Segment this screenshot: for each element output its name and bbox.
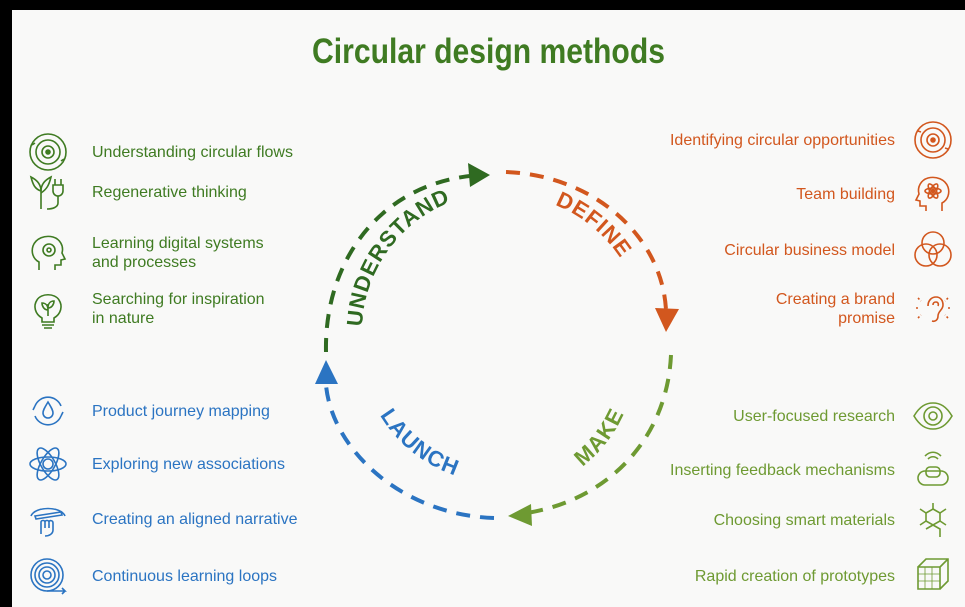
understand-arrowhead (468, 163, 490, 187)
launch-arc (324, 384, 495, 520)
define-arc (505, 170, 668, 311)
method-inserting-feedback-mechanisms: Inserting feedback mechanisms (670, 448, 955, 492)
design-cycle-diagram: UNDERSTAND DEFINE MAKE LAUNCH (315, 163, 679, 526)
method-label: Creating an aligned narrative (92, 510, 298, 528)
method-label: Regenerative thinking (92, 183, 247, 201)
method-choosing-smart-materials: Choosing smart materials (714, 498, 955, 542)
make-arc (526, 354, 673, 515)
circular-flows-icon (26, 130, 70, 174)
method-product-journey-mapping: Product journey mapping (26, 389, 270, 433)
method-label: Understanding circular flows (92, 143, 293, 161)
spiral-icon (26, 554, 70, 598)
leaf-bulb-icon (26, 287, 70, 331)
feedback-button-icon (911, 448, 955, 492)
phase-launch-label: LAUNCH (376, 404, 463, 481)
method-learning-digital-systems: Learning digital systems and processes (26, 231, 264, 275)
head-gear-icon (26, 231, 70, 275)
head-atom-icon (911, 172, 955, 216)
method-label: Creating a brand promise (775, 291, 895, 327)
phase-understand-label: UNDERSTAND (342, 183, 453, 327)
method-label: Identifying circular opportunities (669, 131, 895, 149)
method-rapid-creation-prototypes: Rapid creation of prototypes (695, 554, 955, 598)
launch-arrowhead (315, 360, 338, 384)
method-identifying-circular-opportunities: Identifying circular opportunities (670, 118, 955, 162)
define-arrowhead (655, 308, 679, 332)
eye-icon (911, 394, 955, 438)
method-label: Rapid creation of prototypes (694, 567, 895, 585)
molecule-icon (911, 498, 955, 542)
method-label: Circular business model (724, 241, 895, 259)
ear-sound-icon (911, 287, 955, 331)
make-arrowhead (508, 504, 532, 526)
plant-plug-icon (26, 170, 70, 214)
cube-prototype-icon (911, 554, 955, 598)
method-label: User-focused research (733, 407, 895, 425)
method-label: Product journey mapping (92, 402, 270, 420)
method-label: Team building (796, 185, 895, 203)
method-label: Inserting feedback mechanisms (670, 461, 895, 479)
method-creating-aligned-narrative: Creating an aligned narrative (26, 497, 297, 541)
method-team-building: Team building (796, 172, 955, 216)
method-regenerative-thinking: Regenerative thinking (26, 170, 247, 214)
method-label: Continuous learning loops (92, 567, 278, 585)
method-label: Choosing smart materials (713, 511, 895, 529)
drop-cycle-icon (26, 389, 70, 433)
hand-pen-icon (26, 497, 70, 541)
method-understanding-circular-flows: Understanding circular flows (26, 130, 293, 174)
target-circles-icon (911, 118, 955, 162)
method-continuous-learning-loops: Continuous learning loops (26, 554, 277, 598)
venn-icon (911, 228, 955, 272)
method-label: Searching for inspiration in nature (92, 291, 265, 327)
method-circular-business-model: Circular business model (724, 228, 955, 272)
page-title: Circular design methods (312, 32, 665, 71)
phase-make-label: MAKE (569, 404, 629, 471)
phase-define-label: DEFINE (553, 186, 637, 261)
method-user-focused-research: User-focused research (733, 394, 955, 438)
method-exploring-new-associations: Exploring new associations (26, 442, 285, 486)
diagram-frame: Circular design methods Understanding ci… (12, 10, 965, 607)
understand-arc (323, 173, 483, 353)
method-creating-brand-promise: Creating a brand promise (776, 287, 955, 331)
method-searching-inspiration: Searching for inspiration in nature (26, 287, 265, 331)
atom-brain-icon (26, 442, 70, 486)
method-label: Exploring new associations (92, 455, 285, 473)
method-label: Learning digital systems and processes (92, 235, 264, 271)
